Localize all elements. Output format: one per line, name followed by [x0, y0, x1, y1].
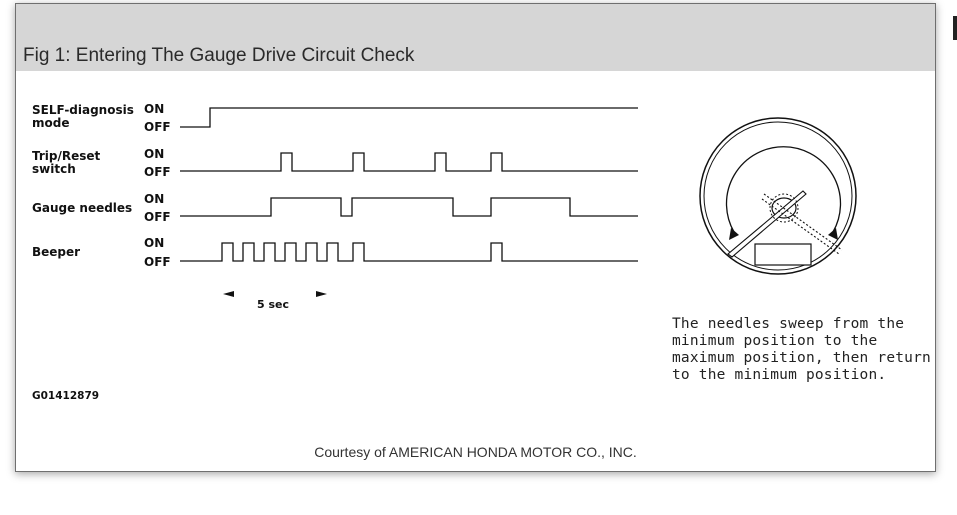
signal-label-self-diagnosis: SELF-diagnosis mode [32, 104, 134, 130]
signal-label-line2: switch [32, 162, 76, 176]
figure-title: Fig 1: Entering The Gauge Drive Circuit … [23, 45, 415, 66]
sweep-arrow-right [828, 228, 838, 240]
gauge-inner-ring [703, 121, 853, 271]
figure-header: Fig 1: Entering The Gauge Drive Circuit … [16, 4, 935, 71]
sweep-arc [725, 146, 842, 233]
signal-label-line2: mode [32, 116, 70, 130]
signal-label-line1: SELF-diagnosis [32, 103, 134, 117]
gauge-illustration [699, 117, 857, 275]
duration-arrow-left [223, 291, 234, 297]
signal-label-beeper: Beeper [32, 245, 81, 259]
courtesy-note: Courtesy of AMERICAN HONDA MOTOR CO., IN… [314, 444, 637, 460]
level-on-label: ON [144, 102, 165, 116]
needle-hub-dashed [769, 193, 799, 223]
gauge-outer-ring [699, 117, 857, 275]
level-on-label: ON [144, 236, 165, 250]
level-on-label: ON [144, 147, 165, 161]
timing-diagram [180, 107, 638, 297]
duration-label: 5 sec [257, 298, 290, 311]
level-off-label: OFF [144, 165, 171, 179]
signal-label-trip-reset: Trip/Reset switch [32, 150, 100, 176]
gauge-caption: The needles sweep from the minimum posit… [672, 316, 931, 383]
figure-frame: Fig 1: Entering The Gauge Drive Circuit … [15, 3, 936, 472]
level-off-label: OFF [144, 255, 171, 269]
waveform-trip-reset [180, 152, 638, 172]
signal-label-line1: Trip/Reset [32, 149, 101, 163]
sweep-arrow-left [729, 228, 739, 240]
figure-code: G01412879 [32, 390, 100, 402]
signal-label-gauge-needles: Gauge needles [32, 201, 133, 215]
level-off-label: OFF [144, 120, 171, 134]
level-off-label: OFF [144, 210, 171, 224]
waveform-gauge-needles [180, 197, 638, 217]
level-on-label: ON [144, 192, 165, 206]
waveform-beeper [180, 242, 638, 262]
odometer-window [754, 243, 812, 266]
waveform-self-diagnosis [180, 107, 638, 128]
page-edge-marker [953, 16, 957, 40]
needle-maximum [763, 193, 843, 251]
duration-arrow-right [316, 291, 327, 297]
needle-minimum [727, 190, 807, 258]
